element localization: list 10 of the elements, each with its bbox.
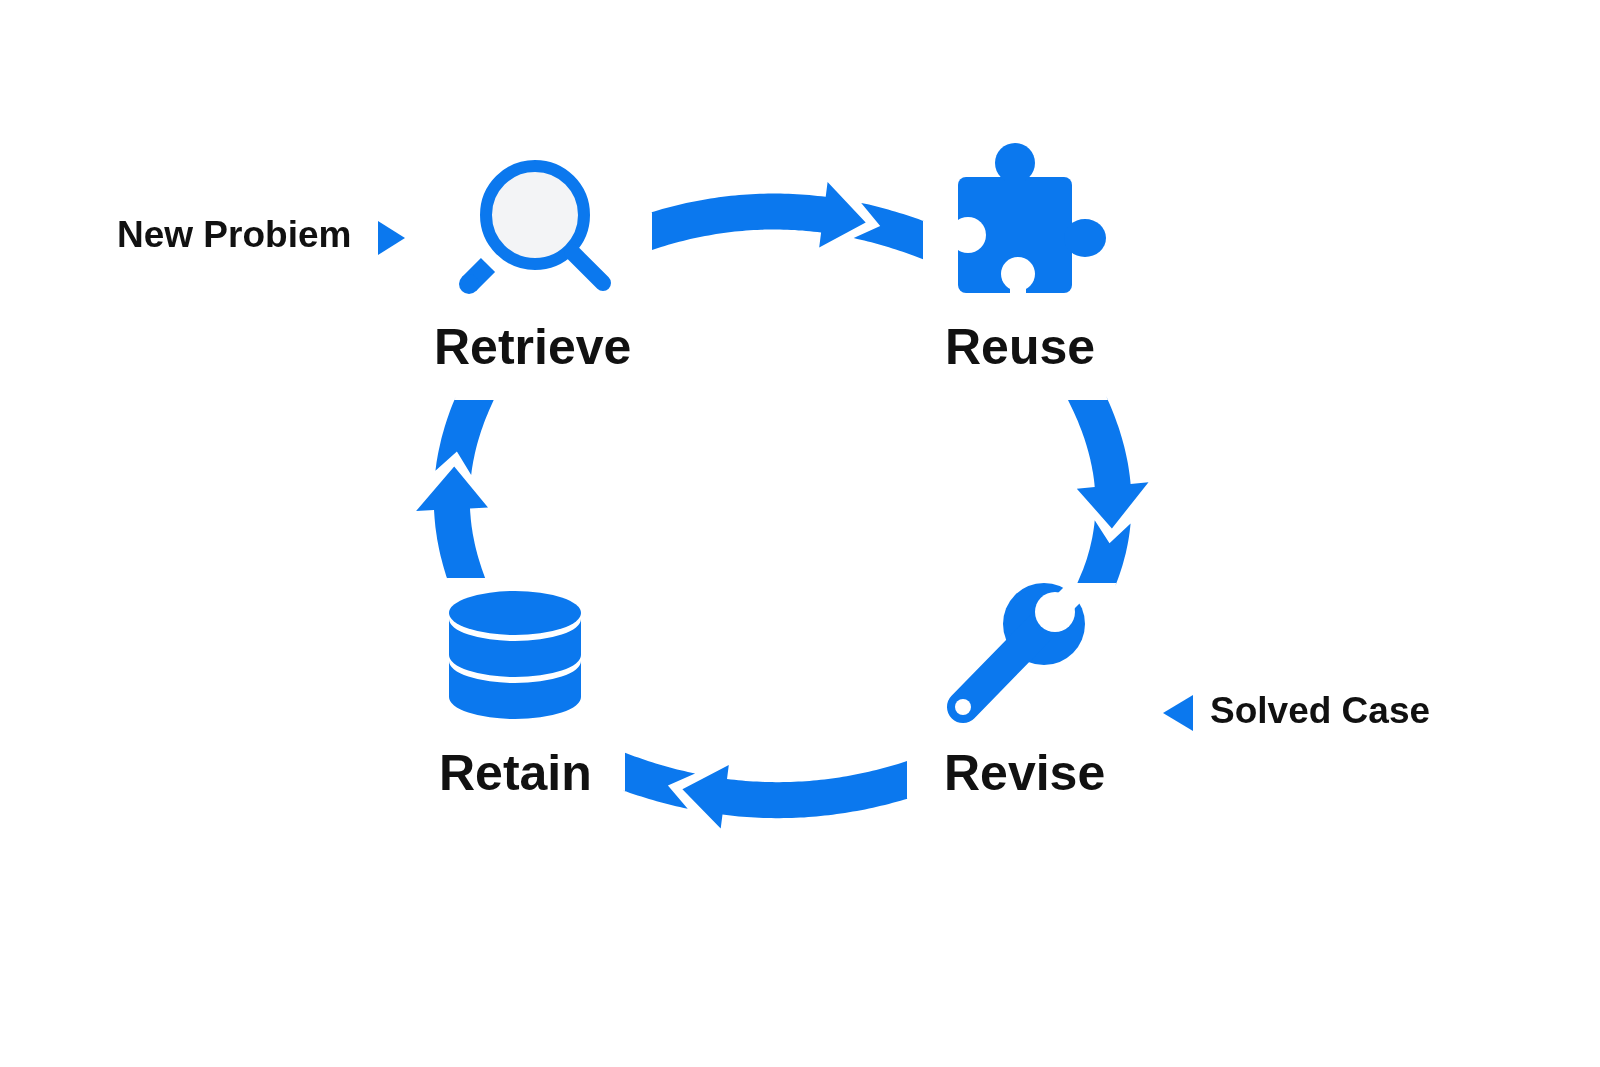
triangle-arrow [378, 221, 405, 255]
curved-arrow [650, 182, 926, 260]
node-label: Solved Case [1210, 692, 1431, 729]
node-label: New Probiem [117, 216, 352, 253]
step-label: Reuse [945, 322, 1096, 372]
step-label: Revise [944, 748, 1106, 798]
step-label: Retain [439, 748, 592, 798]
step-label: Retrieve [434, 322, 632, 372]
triangle-arrow [1163, 695, 1193, 731]
curved-arrow [622, 752, 909, 829]
